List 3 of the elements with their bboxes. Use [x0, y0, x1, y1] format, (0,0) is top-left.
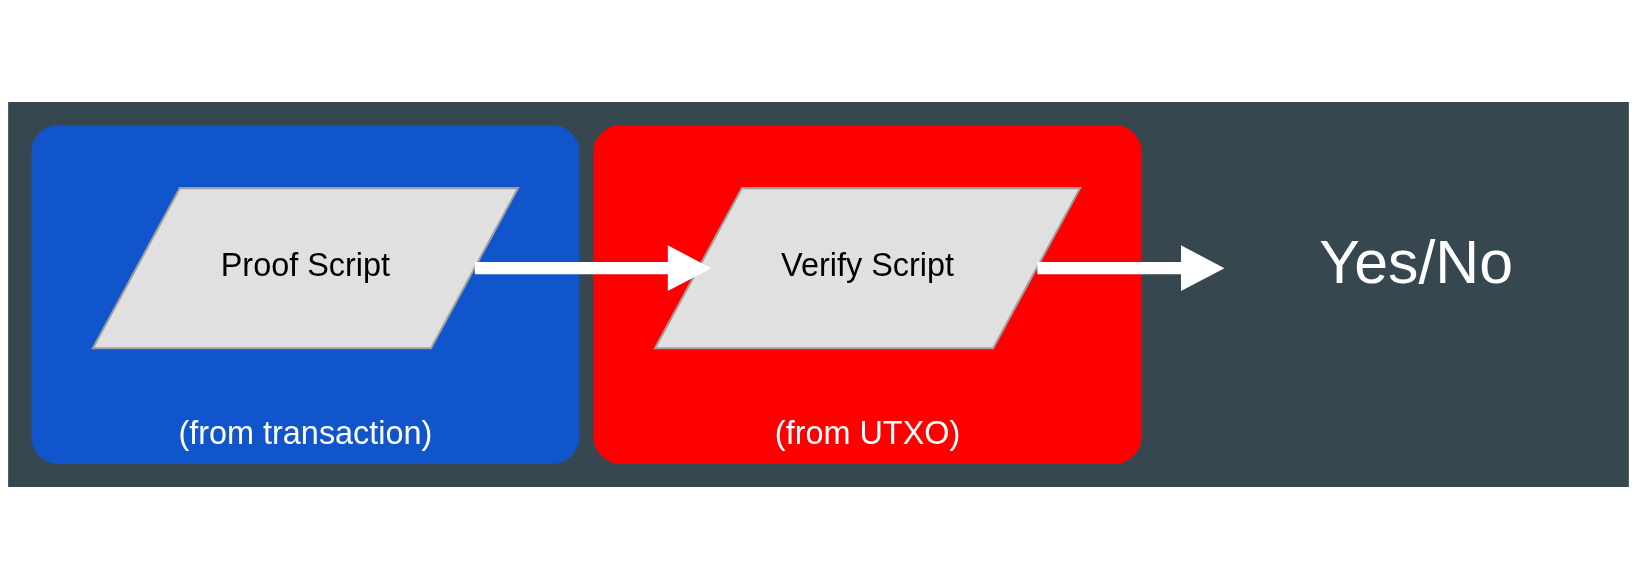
arrow — [1037, 244, 1225, 291]
arrow — [474, 244, 712, 291]
node-text: Yes/No — [1319, 227, 1513, 296]
